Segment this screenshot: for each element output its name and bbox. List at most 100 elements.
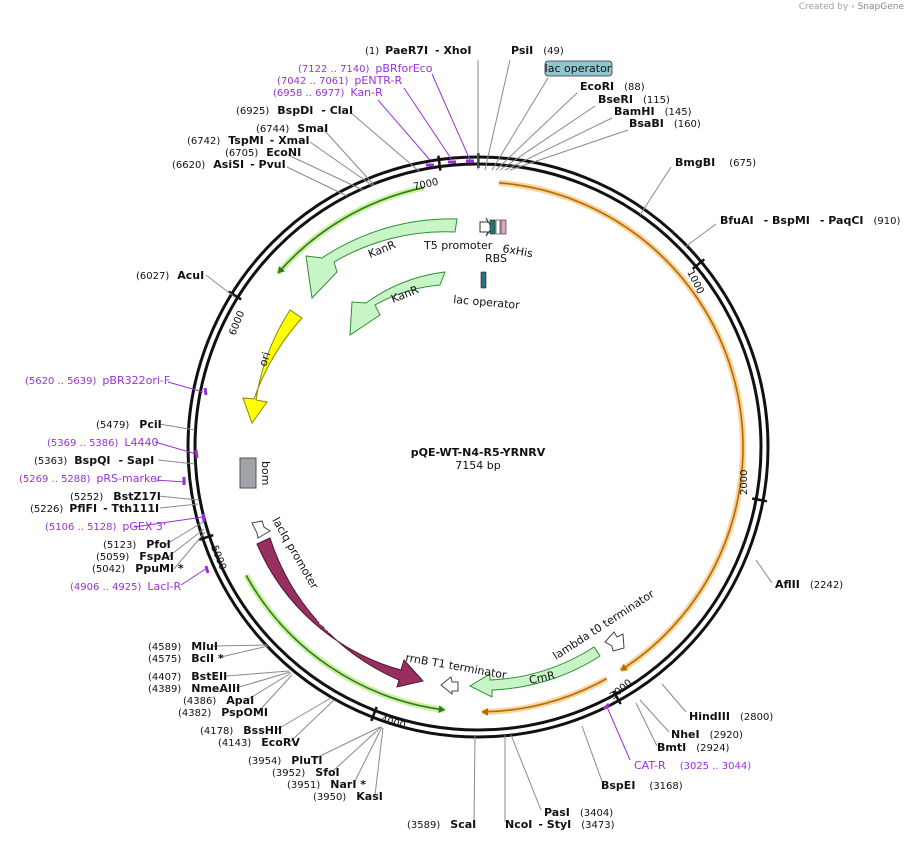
primer-pgex3: (5106 .. 5128)pGEX 3' xyxy=(45,520,166,533)
leader-bsteii xyxy=(225,670,290,677)
site-ppumi: (5042)PpuMI * xyxy=(92,562,184,575)
leader-kasi xyxy=(374,727,384,796)
leader-pgex3 xyxy=(133,516,204,528)
site-tspmi: (6742)TspMI- XmaI xyxy=(187,134,310,147)
leader-ecori xyxy=(495,92,578,171)
label-laci: lacI xyxy=(314,613,337,636)
leader-pbrforeco xyxy=(431,73,471,161)
feature-rrnb-t1-terminator xyxy=(440,676,459,696)
site-sfoi: (3952)SfoI xyxy=(272,766,340,779)
tick-mark xyxy=(437,155,442,171)
leader-l4440 xyxy=(154,441,197,455)
feature-ori xyxy=(242,309,303,425)
site-bspdi: (6925)BspDI- ClaI xyxy=(236,104,353,117)
label-6xhis: 6xHis xyxy=(501,242,534,260)
site-nmeaiii: (4389)NmeAIII xyxy=(148,682,240,695)
leader-ecorv xyxy=(289,699,335,743)
leader-fspai xyxy=(167,528,205,558)
feature-t5-promoter xyxy=(479,217,493,237)
orf-arc-green-laci xyxy=(245,574,445,711)
primer-pentr-r: (7042 .. 7061)pENTR-R xyxy=(277,74,402,87)
site-apai: (4386)ApaI xyxy=(183,694,254,707)
site-aflii: AflII(2242) xyxy=(775,578,843,591)
site-asisi: (6620)AsiSI- PvuI xyxy=(172,158,286,171)
leader-prs-marker xyxy=(154,479,187,483)
leader-bfuai xyxy=(684,223,717,248)
leader-smai xyxy=(323,129,375,186)
label-lambda-t0: lambda t0 terminator xyxy=(551,587,657,662)
lac-operator-box-label: lac operator xyxy=(545,62,612,75)
leader-laci-r xyxy=(180,567,208,586)
feature-lac-operator-small-1 xyxy=(489,219,496,235)
site-kasi: (3950)KasI xyxy=(313,790,383,803)
site-scai: (3589)ScaI xyxy=(407,818,476,831)
orf-arc-orange-long-arrowhead xyxy=(620,663,628,671)
leader-mlui xyxy=(212,644,268,647)
site-bsabi: BsaBI(160) xyxy=(629,117,701,130)
site-bspei: BspEI(3168) xyxy=(601,779,683,792)
feature-arrows xyxy=(239,217,625,698)
leader-kan-r xyxy=(377,99,431,161)
site-bstz17i: (5252)BstZ17I xyxy=(70,490,161,503)
leader-econi xyxy=(287,154,364,191)
leader-apai xyxy=(246,672,292,701)
primer-l4440: (5369 .. 5386)L4440 xyxy=(47,436,159,449)
primer-labels: (7122 .. 7140)pBRforEco (7042 .. 7061)pE… xyxy=(19,62,751,772)
site-nhei: NheI(2920) xyxy=(671,728,743,741)
primer-mark-cat-r xyxy=(602,702,611,711)
created-by-text: Created by xyxy=(798,2,849,12)
leader-pspomi xyxy=(257,674,293,713)
site-hindiii: HindIII(2800) xyxy=(689,710,773,723)
primer-leader-lines xyxy=(133,73,631,761)
label-rbs: RBS xyxy=(485,252,507,265)
label-cmr: CmR xyxy=(528,669,557,687)
plasmid-name: pQE-WT-N4-R5-YRNRV xyxy=(411,446,546,459)
label-bom: bom xyxy=(259,461,272,485)
leader-bcli xyxy=(220,645,269,658)
site-pfoi: (5123)PfoI xyxy=(103,538,171,551)
site-pcii: (5479)PciI xyxy=(96,418,162,431)
orf-arc-green-kanr xyxy=(277,186,425,274)
tick-label-7000: 7000 xyxy=(412,177,439,193)
site-bsshii: (4178)BssHII xyxy=(200,724,282,737)
site-pflfi: (5226)PflFI- Tth111I xyxy=(30,502,159,515)
plasmid-length: 7154 bp xyxy=(455,459,500,472)
leader-bsshii xyxy=(275,697,332,731)
feature-bom xyxy=(239,457,257,489)
leader-aflii xyxy=(755,559,773,584)
orf-arc-orange-short xyxy=(481,677,608,713)
site-bseri: BseRI(115) xyxy=(598,93,670,106)
leader-hindiii xyxy=(661,683,687,713)
leader-sfoi xyxy=(333,726,382,771)
orf-arc-green-kanr-arrowhead xyxy=(277,266,285,274)
orf-arc-orange-long xyxy=(498,182,744,672)
feature-lambda-t0-terminator xyxy=(604,631,625,652)
feature-lac-operator xyxy=(480,271,487,289)
leader-bseri xyxy=(499,105,596,171)
site-fspai: (5059)FspAI xyxy=(96,550,174,563)
tick-mark xyxy=(370,706,378,722)
primer-prs-marker: (5269 .. 5288)pRS-marker xyxy=(19,472,162,485)
site-labels: (1)PaeR7I- XhoI PsiI(49) EcoRI(88) BseRI… xyxy=(30,44,901,831)
feature-laci xyxy=(256,537,424,688)
site-psii: PsiI(49) xyxy=(511,44,564,57)
leader-bmgbi xyxy=(639,166,672,216)
tick-mark xyxy=(612,690,622,705)
snapgene-logo-icon: › xyxy=(851,2,855,12)
leader-nari xyxy=(353,726,383,784)
leader-bspqi xyxy=(157,459,196,465)
primer-mark-pgex3 xyxy=(201,513,206,523)
label-ori: ori xyxy=(256,350,273,368)
tick-mark xyxy=(691,258,706,270)
tick-mark xyxy=(227,290,242,301)
site-bsteii: (4407)BstEII xyxy=(148,670,227,683)
tick-label-2000: 2000 xyxy=(739,470,750,495)
feature-laciq-promoter xyxy=(251,520,271,539)
leader-tspmi xyxy=(309,141,374,187)
feature-cmr xyxy=(468,646,601,698)
snapgene-branding: Created by › SnapGene xyxy=(799,2,904,12)
leader-acui xyxy=(205,274,237,299)
leader-pasi xyxy=(510,734,542,811)
leader-psii xyxy=(484,59,511,171)
